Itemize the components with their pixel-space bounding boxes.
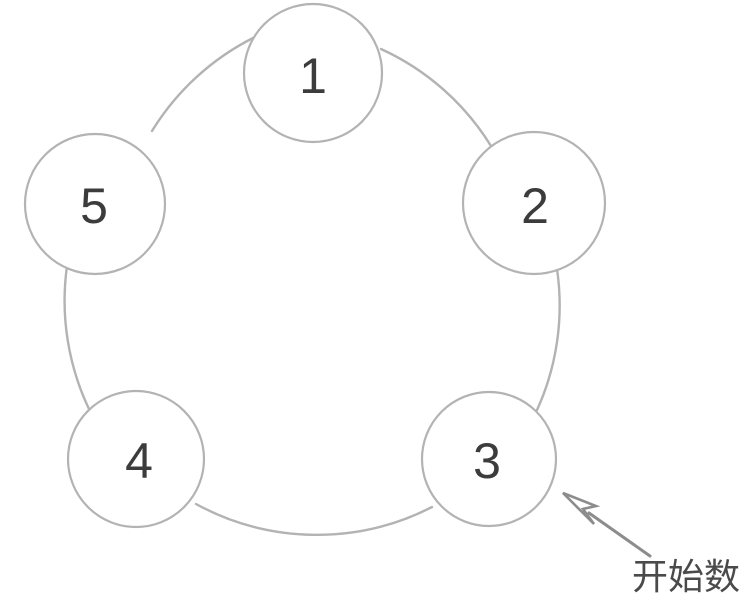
edge-4-5-arc (63, 264, 91, 411)
node-2-label: 2 (521, 178, 549, 234)
node-group: 1 2 3 4 5 (23, 2, 607, 529)
node-4-label: 4 (125, 433, 153, 489)
node-5-label: 5 (80, 178, 108, 234)
node-5-circle[interactable] (23, 132, 167, 276)
node-2-circle[interactable] (461, 130, 607, 276)
ring-arc-group (63, 36, 561, 537)
node-3-label: 3 (473, 433, 501, 489)
edge-2-3-arc (535, 267, 561, 412)
node-3-circle[interactable] (420, 390, 558, 528)
edge-1-2-arc (379, 47, 493, 148)
node-2[interactable]: 2 (461, 130, 607, 276)
arrow-head-triangle (562, 491, 601, 525)
node-4[interactable]: 4 (66, 389, 206, 529)
node-3[interactable]: 3 (420, 390, 558, 528)
node-5[interactable]: 5 (23, 132, 167, 276)
start-annotation-arrow (562, 491, 652, 558)
node-1-circle[interactable] (242, 2, 384, 144)
start-annotation-label: 开始数 (632, 556, 740, 597)
arrow-shaft-line (587, 511, 652, 558)
node-1[interactable]: 1 (242, 2, 384, 144)
node-4-circle[interactable] (66, 389, 206, 529)
edge-3-4-arc (194, 502, 434, 537)
edge-5-1-arc (150, 36, 255, 133)
node-1-label: 1 (299, 48, 327, 104)
